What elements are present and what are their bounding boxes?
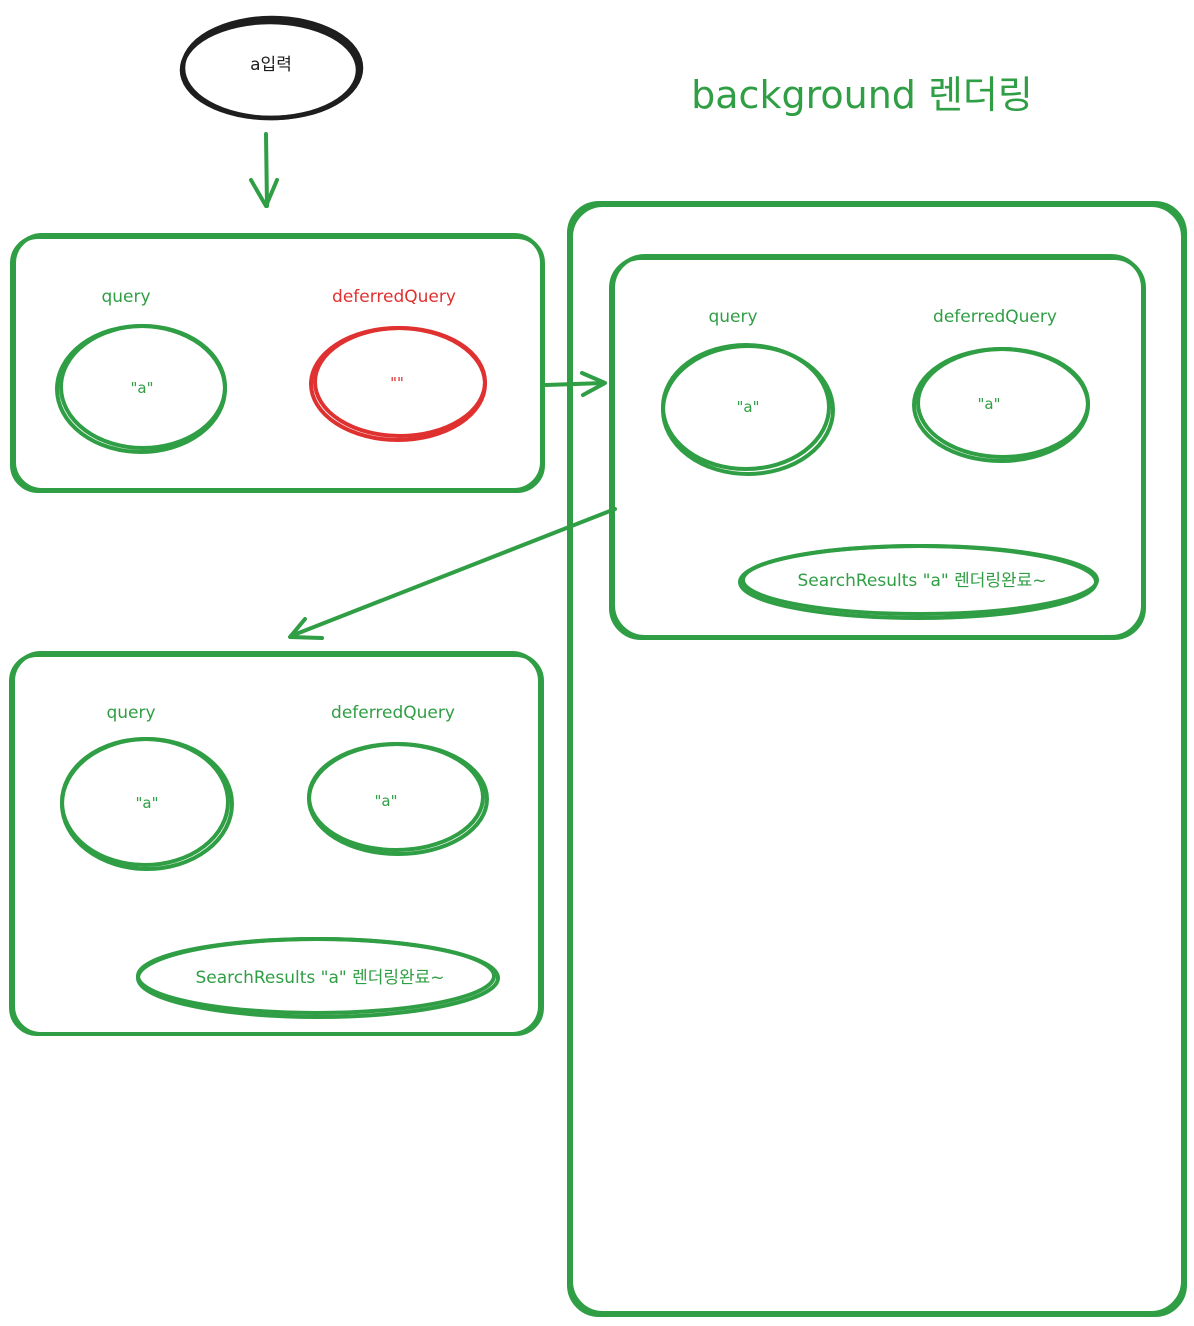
background-box-outline-sketch (611, 254, 1145, 639)
bottom-result-pill-sketch (136, 937, 496, 1015)
bottom-deferred-circle-sketch (307, 742, 485, 852)
bottom-result-label: SearchResults "a" 렌더링완료~ (195, 968, 444, 988)
background-state-box: query deferredQuery "a" "a" SearchResult… (609, 254, 1146, 640)
arrow-input-to-top-box (249, 132, 279, 208)
background-deferred-circle-sketch (916, 347, 1090, 459)
background-result-label: SearchResults "a" 렌더링완료~ (797, 571, 1046, 591)
top-state-box: query deferredQuery "a" "" (10, 233, 545, 493)
top-deferred-label: deferredQuery (332, 287, 456, 307)
background-container-outline (567, 201, 1187, 1317)
arrow-top-to-background (544, 371, 607, 397)
bottom-query-label: query (106, 703, 155, 723)
background-query-value: "a" (737, 398, 760, 416)
bottom-state-box: query deferredQuery "a" "a" SearchResult… (9, 651, 544, 1036)
background-deferred-label: deferredQuery (933, 307, 1057, 327)
background-result-pill-sketch (741, 544, 1099, 616)
arrow-background-to-bottom (288, 507, 617, 640)
input-node: a입력 (179, 15, 364, 121)
background-query-circle-sketch (661, 343, 831, 471)
background-deferred-value: "a" (978, 395, 1001, 413)
input-node-outline-sketch (179, 19, 361, 121)
background-query-label: query (708, 307, 757, 327)
background-title: background 렌더링 (691, 73, 1033, 117)
background-container-outline-sketch (569, 203, 1185, 1315)
top-box-outline-sketch (12, 233, 544, 492)
bottom-deferred-label: deferredQuery (331, 703, 455, 723)
bottom-box-outline-sketch (11, 651, 542, 1036)
bottom-deferred-value: "a" (375, 792, 398, 810)
top-deferred-value: "" (390, 374, 404, 392)
top-deferred-circle-sketch (313, 326, 487, 438)
background-container (567, 201, 1187, 1317)
top-query-value: "a" (131, 379, 154, 397)
bottom-query-value: "a" (136, 794, 159, 812)
top-query-label: query (101, 287, 150, 307)
top-query-circle-sketch (59, 324, 227, 450)
input-node-label: a입력 (250, 55, 292, 75)
bottom-query-circle-sketch (60, 737, 230, 867)
top-box-outline (10, 235, 545, 493)
